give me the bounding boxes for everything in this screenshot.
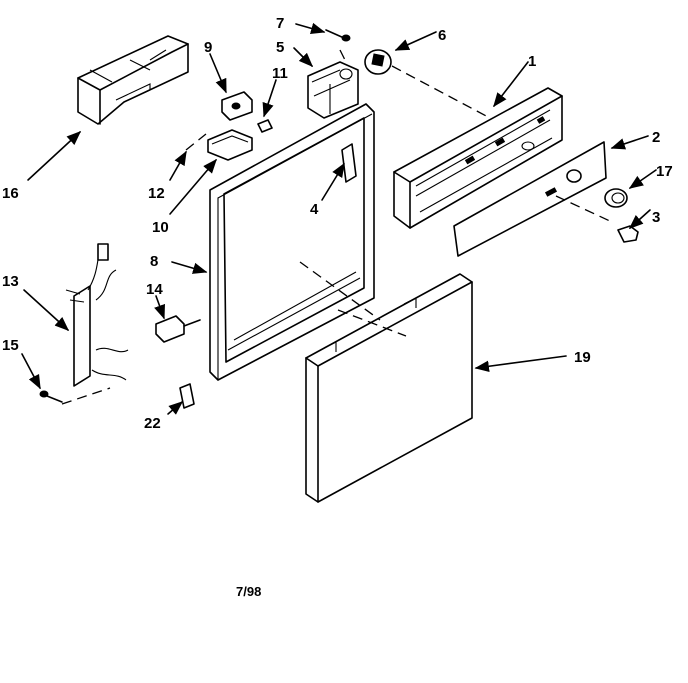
label-7: 7 <box>276 15 284 32</box>
label-15: 15 <box>2 337 19 354</box>
label-6: 6 <box>438 27 446 44</box>
leader-lines <box>21 22 657 415</box>
label-1: 1 <box>528 53 536 70</box>
part-14-switch <box>155 315 201 343</box>
label-14: 14 <box>146 281 163 298</box>
label-16: 16 <box>2 185 19 202</box>
label-22: 22 <box>144 415 161 432</box>
part-7-screw <box>325 29 351 42</box>
part-17-knob <box>604 188 628 208</box>
part-15-screw <box>39 390 63 403</box>
label-4: 4 <box>310 201 319 218</box>
part-3-clip <box>617 225 639 243</box>
part-2-console-back <box>453 141 607 257</box>
part-5-latch <box>307 61 359 119</box>
label-9: 9 <box>204 39 212 56</box>
part-19-door-panel <box>305 273 473 503</box>
label-13: 13 <box>2 273 19 290</box>
part-10-strike <box>207 129 253 161</box>
part-16-cover <box>77 35 189 125</box>
part-22-clip <box>179 383 195 409</box>
date-code: 7/98 <box>236 584 261 599</box>
label-17: 17 <box>656 163 673 180</box>
label-8: 8 <box>150 253 158 270</box>
part-6-switch <box>364 49 392 75</box>
label-5: 5 <box>276 39 284 56</box>
callout-labels: 1 2 3 4 5 6 7 8 9 10 11 12 13 14 15 16 1… <box>2 15 673 599</box>
label-10: 10 <box>152 219 169 236</box>
part-9-bracket <box>221 91 253 121</box>
label-12: 12 <box>148 185 165 202</box>
label-11: 11 <box>272 65 288 82</box>
assembly-lines <box>61 49 613 405</box>
label-3: 3 <box>652 209 660 226</box>
part-13-wire-harness <box>65 243 129 387</box>
part-11-fastener <box>257 119 273 133</box>
part-1-console-panel <box>393 87 563 229</box>
label-2: 2 <box>652 129 660 146</box>
label-19: 19 <box>574 349 591 366</box>
